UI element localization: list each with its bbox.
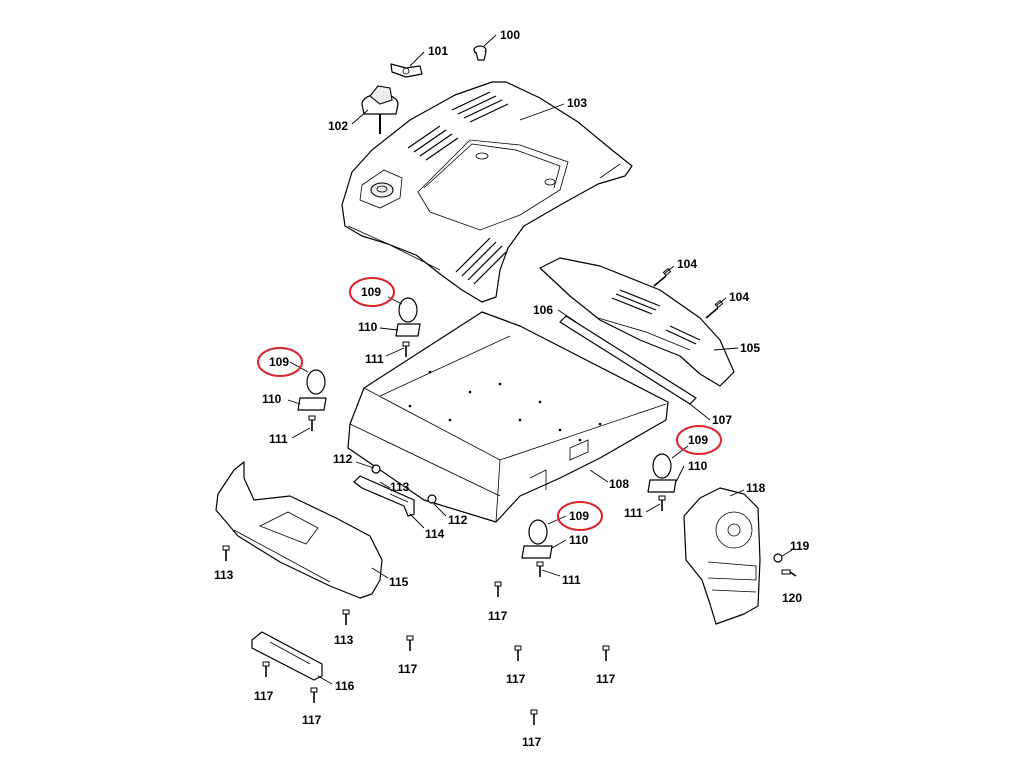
part-106-rail: [559, 315, 697, 405]
callout-112-left: 112: [333, 452, 353, 466]
callout-113-hinge: 113: [390, 480, 410, 494]
callout-112-right: 112: [448, 513, 468, 527]
callout-115: 115: [389, 575, 409, 589]
highlight-ring-109-right: [676, 425, 722, 455]
part-101-wing-nut: [390, 63, 423, 78]
part-120-screw: [781, 569, 797, 577]
callout-113-lower: 113: [334, 633, 354, 647]
callout-labels: 100 101 102 103 104 104 105 106 107 108 …: [214, 28, 810, 749]
callout-117-f: 117: [302, 713, 322, 727]
callout-110-left: 110: [262, 392, 282, 406]
callout-114: 114: [425, 527, 445, 541]
callout-111-left: 111: [269, 432, 288, 446]
mount-cluster-bottom: [521, 519, 553, 578]
leader-lines: [287, 34, 793, 685]
part-103-top-cover: [341, 81, 633, 303]
callout-117-e: 117: [254, 689, 274, 703]
part-119-nut: [773, 553, 783, 563]
part-100-knob: [473, 45, 487, 61]
callout-106: 106: [533, 303, 553, 317]
part-102-fuel-cap: [361, 85, 399, 134]
callout-110-right: 110: [688, 459, 708, 473]
part-118-rear-housing: [683, 487, 761, 625]
callout-119: 119: [790, 539, 810, 553]
callout-117-b: 117: [398, 662, 418, 676]
callout-111-bottom: 111: [562, 573, 581, 587]
callout-100: 100: [500, 28, 520, 42]
callout-120: 120: [782, 591, 802, 605]
callout-113-bumper: 113: [214, 568, 234, 582]
callout-101: 101: [428, 44, 448, 58]
callout-116: 116: [335, 679, 355, 693]
callout-109-top: 109: [361, 285, 381, 299]
callout-117-g: 117: [522, 735, 542, 749]
highlight-ring-109-top: [349, 277, 395, 307]
callout-102: 102: [328, 119, 348, 133]
callout-111-top: 111: [365, 352, 384, 366]
callout-110-top: 110: [358, 320, 378, 334]
mount-cluster-top: [395, 297, 421, 358]
callout-109-left: 109: [269, 355, 289, 369]
callout-110-bottom: 110: [569, 533, 589, 547]
highlight-rings: [257, 277, 722, 531]
callout-108: 108: [609, 477, 629, 491]
callout-103: 103: [567, 96, 587, 110]
callout-118: 118: [746, 481, 766, 495]
callout-104-lower: 104: [729, 290, 749, 304]
callout-117-c: 117: [506, 672, 526, 686]
highlight-ring-109-left: [257, 347, 303, 377]
callout-104-upper: 104: [677, 257, 697, 271]
part-115-front-bumper: [215, 461, 383, 599]
part-108-chassis: [347, 311, 669, 523]
callout-109-bottom: 109: [569, 509, 589, 523]
callout-117-d: 117: [596, 672, 616, 686]
callout-105: 105: [740, 341, 760, 355]
part-116-bracket: [251, 631, 323, 681]
mount-cluster-left: [297, 369, 327, 432]
mount-cluster-right: [647, 453, 677, 512]
callout-107: 107: [712, 413, 732, 427]
highlight-ring-109-bottom: [557, 501, 603, 531]
part-105-side-panel: [539, 257, 735, 387]
callout-111-right: 111: [624, 506, 643, 520]
callout-109-right: 109: [688, 433, 708, 447]
callout-117-a: 117: [488, 609, 508, 623]
